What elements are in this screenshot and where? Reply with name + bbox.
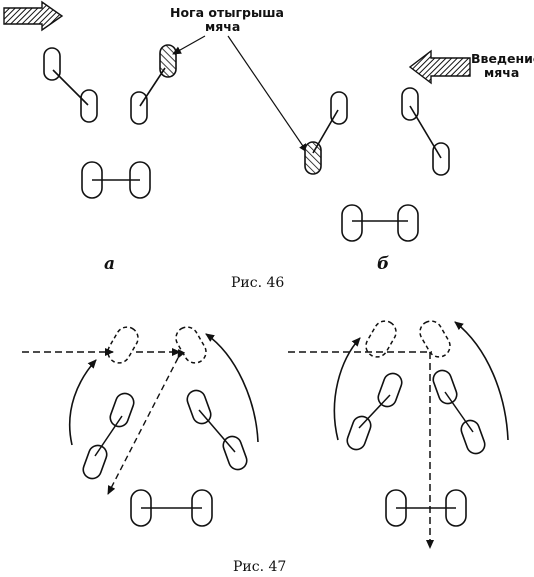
player-link [52,69,89,106]
pointer-to-foot-b [227,35,308,153]
player-foot [109,392,135,428]
player-foot [346,415,372,451]
sublabel-a: а [104,254,115,274]
dashed-foot [365,320,397,358]
ball-direction-arrow-left [3,0,64,32]
label-intro-line1: Введение [471,51,534,66]
movement-curve-left [333,337,361,441]
figure-47: Рис. 47 [22,320,509,575]
pointer-to-foot-a [172,35,206,55]
movement-curve-right [454,321,509,441]
formation-a [43,44,177,199]
player-foot [397,204,419,242]
sublabel-b: б [377,254,389,274]
player-foot [432,369,458,405]
label-leg-line2: мяча [205,19,240,34]
player-link [409,105,442,159]
dashed-foot [107,326,139,364]
player-link [198,409,236,453]
player-foot [460,419,486,455]
player-foot [186,389,212,425]
dashed-foot [419,320,451,358]
fig47-right [288,320,509,549]
player-link [312,109,339,154]
label-leg-line1: Нога отыгрыша [170,5,284,20]
fig47-left [22,326,259,527]
player-foot [82,444,108,480]
movement-curve-left [68,359,97,446]
formation-b [304,87,450,242]
hatched-foot [304,141,322,175]
label-intro-line2: мяча [484,65,519,80]
player-link [358,394,391,429]
ball-path-diagonal [107,349,186,495]
figure-46: Нога отыгрыша мяча Введение мяча а б Рис… [3,0,534,291]
player-link [444,391,474,433]
player-foot [80,89,98,123]
player-foot [130,91,148,125]
movement-curve-right [205,333,259,443]
player-link [139,67,166,107]
caption-fig47: Рис. 47 [233,559,286,575]
ball-direction-arrow-right [408,49,471,85]
dashed-foot [175,326,207,364]
player-foot [377,372,403,408]
player-link [94,415,123,457]
player-foot [341,204,363,242]
caption-fig46: Рис. 46 [231,275,284,291]
